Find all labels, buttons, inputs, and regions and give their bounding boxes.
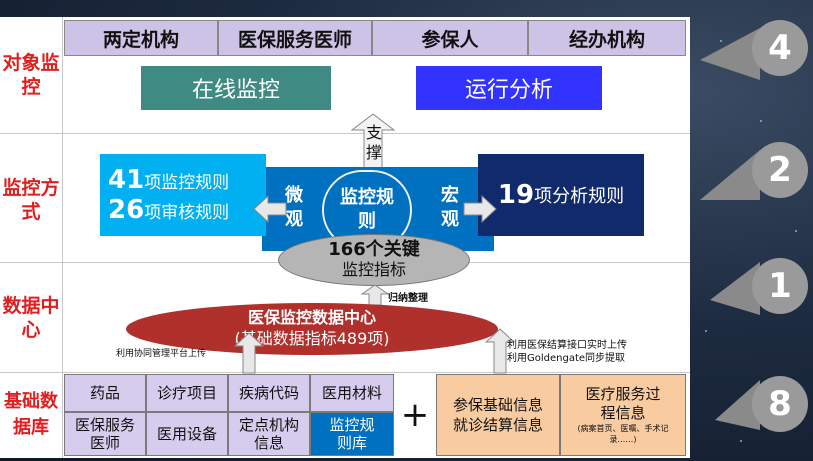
star <box>795 230 797 232</box>
rule-count: 19 <box>497 180 535 210</box>
left-arrow <box>253 194 287 224</box>
medical-service-title: 医疗服务过程信息 <box>585 385 661 422</box>
object-header: 经办机构 <box>528 20 686 56</box>
object-header: 医保服务医师 <box>218 20 372 56</box>
support-label: 支撑 <box>365 123 382 162</box>
medical-service-box: 医疗服务过程信息 (病案首页、医嘱、手术记录……) <box>560 374 686 456</box>
badge-4: 4 <box>752 20 808 76</box>
rule-count: 26 <box>108 195 145 225</box>
base-cell-medical-equipment: 医用设备 <box>146 412 228 456</box>
data-center-subtitle: (基础数据指标489项) <box>234 329 390 348</box>
key-indicators-ellipse: 166个关键 监控指标 <box>278 234 470 286</box>
key-indicators-subtitle: 监控指标 <box>341 260 406 279</box>
object-header: 参保人 <box>372 20 528 56</box>
row-divider <box>0 133 690 134</box>
side-label-data-center: 数据中心 <box>2 295 60 341</box>
row-divider <box>0 372 690 373</box>
object-header: 两定机构 <box>64 20 218 56</box>
side-label-object-monitor: 对象监控 <box>2 52 60 98</box>
upload-arrow-left <box>234 332 264 374</box>
right-upload-note-1: 利用医保结算接口实时上传 <box>507 340 627 351</box>
base-cell-physicians: 医保服务医师 <box>64 412 146 456</box>
base-cell-rule-library: 监控规则库 <box>310 412 394 456</box>
base-cell-disease-codes: 疾病代码 <box>228 374 310 412</box>
monitor-audit-rules-box: 41项监控规则 26项审核规则 <box>100 154 266 236</box>
badge-2: 2 <box>752 142 808 198</box>
side-label-monitor-method: 监控方式 <box>2 177 60 223</box>
rule-count: 41 <box>108 165 145 195</box>
left-upload-note: 利用协同管理平台上传 <box>116 349 207 359</box>
star <box>705 330 707 332</box>
side-label-base-database: 基础数据库 <box>4 391 58 438</box>
badge-connectors <box>700 28 760 430</box>
rule-text: 项审核规则 <box>144 203 230 223</box>
online-monitor-box: 在线监控 <box>141 66 331 110</box>
induction-arrow <box>360 284 390 306</box>
column-divider <box>62 17 63 458</box>
operation-analysis-box: 运行分析 <box>416 66 602 110</box>
right-arrow <box>463 194 497 224</box>
badge-1: 1 <box>752 258 808 314</box>
star <box>760 120 762 122</box>
rule-text: 项分析规则 <box>534 186 625 207</box>
key-indicators-title: 166个关键 <box>328 239 420 260</box>
base-cell-medical-materials: 医用材料 <box>310 374 394 412</box>
plus-sign: + <box>400 395 430 435</box>
upload-arrow-right <box>485 328 515 374</box>
right-upload-note-2: 利用Goldengate同步提取 <box>507 353 626 364</box>
data-center-ellipse: 医保监控数据中心 (基础数据指标489项) <box>126 303 498 355</box>
base-cell-treatment-items: 诊疗项目 <box>146 374 228 412</box>
micro-label: 微观 <box>285 185 303 230</box>
rule-text: 项监控规则 <box>144 173 230 193</box>
badge-8: 8 <box>752 376 808 432</box>
macro-label: 宏观 <box>441 185 459 230</box>
base-cell-drugs: 药品 <box>64 374 146 412</box>
star <box>720 40 722 42</box>
center-rules-circle: 监控规则 <box>322 170 412 250</box>
insured-info-box: 参保基础信息 就诊结算信息 <box>436 374 560 456</box>
medical-service-subtitle: (病案首页、医嘱、手术记录……) <box>577 424 669 444</box>
data-center-title: 医保监控数据中心 <box>247 308 376 327</box>
base-cell-designated-institutions: 定点机构信息 <box>228 412 310 456</box>
star <box>740 440 742 442</box>
induction-label: 归纳整理 <box>388 293 428 304</box>
